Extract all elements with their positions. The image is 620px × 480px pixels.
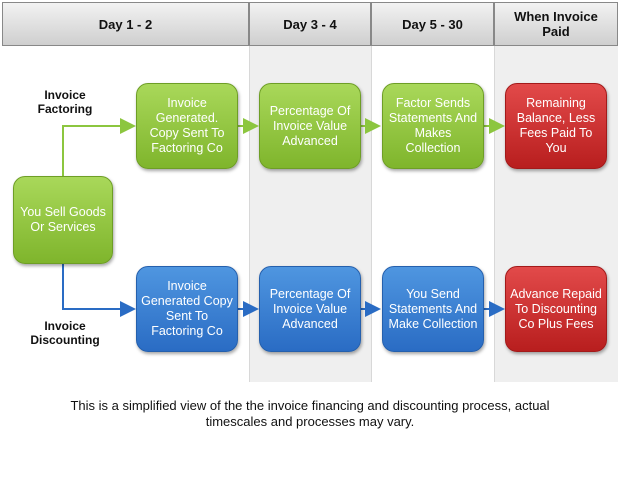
arrow-start-to-discounting [62,262,136,317]
factoring-step-2: Percentage Of Invoice Value Advanced [259,83,361,169]
factoring-step-4: Remaining Balance, Less Fees Paid To You [505,83,607,169]
start-box: You Sell Goods Or Services [13,176,113,264]
factoring-step-1: Invoice Generated. Copy Sent To Factorin… [136,83,238,169]
header-day-1-2: Day 1 - 2 [2,2,249,46]
discounting-step-4: Advance Repaid To Discounting Co Plus Fe… [505,266,607,352]
discounting-step-1: Invoice Generated Copy Sent To Factoring… [136,266,238,352]
header-day-3-4: Day 3 - 4 [249,2,371,46]
footnote: This is a simplified view of the the inv… [70,398,550,429]
factoring-step-3: Factor Sends Statements And Makes Collec… [382,83,484,169]
header-invoice-paid: When Invoice Paid [494,2,618,46]
arrow-start-to-factoring [62,118,136,178]
discounting-step-2: Percentage Of Invoice Value Advanced [259,266,361,352]
label-invoice-discounting: Invoice Discounting [30,319,100,347]
label-invoice-factoring: Invoice Factoring [37,88,93,116]
header-day-5-30: Day 5 - 30 [371,2,494,46]
discounting-step-3: You Send Statements And Make Collection [382,266,484,352]
